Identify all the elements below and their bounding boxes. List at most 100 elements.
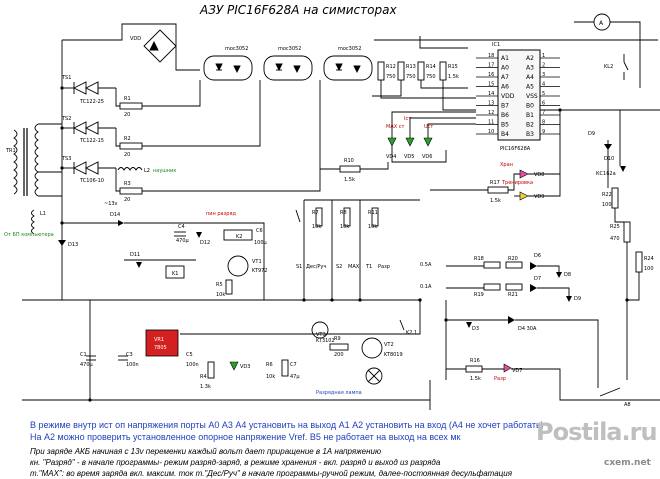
svg-text:R8: R8 xyxy=(340,210,347,216)
svg-text:20: 20 xyxy=(124,197,130,203)
inductor-l1: L1 xyxy=(40,211,46,217)
svg-text:R22: R22 xyxy=(602,192,612,198)
svg-text:D11: D11 xyxy=(130,252,140,258)
svg-text:VT2: VT2 xyxy=(384,342,394,348)
svg-text:moc3052: moc3052 xyxy=(225,46,248,52)
optocoupler-group: moc3052 moc3052 moc3052 xyxy=(203,46,373,81)
svg-text:KT8019: KT8019 xyxy=(384,352,403,358)
ic-pin-num-left: 15 xyxy=(488,82,494,88)
svg-text:R20: R20 xyxy=(508,256,518,262)
svg-text:10k: 10k xyxy=(312,224,321,230)
ic-pin-num-left: 14 xyxy=(488,91,494,97)
ic-pin-left-B6: B6 xyxy=(501,112,509,119)
svg-text:S2: S2 xyxy=(336,264,342,270)
ic-pin-num-left: 11 xyxy=(488,120,494,126)
svg-text:TS2: TS2 xyxy=(61,116,71,122)
svg-text:470µ: 470µ xyxy=(80,362,94,368)
svg-text:C7: C7 xyxy=(290,362,297,368)
svg-text:D10: D10 xyxy=(604,156,614,162)
ic-pin-right-A5: A5 xyxy=(526,84,534,91)
svg-text:20: 20 xyxy=(124,112,130,118)
ic-pin-right-B1: B1 xyxy=(526,112,534,119)
switch-panel: R7 10k R8 10k R11 10k S1 Дес/Руч S2 MAX … xyxy=(295,199,420,300)
svg-text:KT3102: KT3102 xyxy=(316,338,335,344)
triac-group: TS1 TC122-25 TS2 TC122-15 TS3 xyxy=(61,75,116,184)
svg-text:R13: R13 xyxy=(406,64,416,70)
svg-text:C5: C5 xyxy=(186,352,193,358)
note-line-1: В режиме внутр ист оп напряжения порты А… xyxy=(30,420,544,430)
note-line-2: На А2 можно проверить установленное опор… xyxy=(30,432,461,442)
svg-text:D12: D12 xyxy=(200,240,210,246)
ic-pin-left-A0: A0 xyxy=(501,65,509,72)
transformer-label: TR1 xyxy=(5,148,16,154)
svg-text:Іст: Іст xyxy=(404,116,411,122)
ic-pin-num-right: 5 xyxy=(542,91,545,97)
svg-text:R19: R19 xyxy=(474,292,484,298)
svg-text:VR1: VR1 xyxy=(154,337,164,343)
inductor-l2: L2 наушник ~13v xyxy=(104,167,176,207)
svg-text:750: 750 xyxy=(426,74,436,80)
ic-pin-left-VDD: VDD xyxy=(501,93,515,100)
ic-pin-num-right: 7 xyxy=(542,110,545,116)
ic-pin-right-B0: B0 xyxy=(526,103,534,110)
svg-text:100n: 100n xyxy=(126,362,139,368)
svg-text:MAX ст: MAX ст xyxy=(386,124,404,130)
svg-text:1.5k: 1.5k xyxy=(448,74,459,80)
svg-text:R14: R14 xyxy=(426,64,436,70)
svg-text:VD9: VD9 xyxy=(534,194,544,200)
svg-text:1.3k: 1.3k xyxy=(200,384,211,390)
svg-text:VD6: VD6 xyxy=(422,154,432,160)
svg-text:KT972: KT972 xyxy=(252,268,268,274)
opto-resistors: R12 750 R13 750 R14 750 R15 1.5k xyxy=(372,61,476,111)
ic-pin-num-right: 4 xyxy=(542,82,545,88)
svg-text:R17: R17 xyxy=(490,180,500,186)
optocoupler-3: moc3052 xyxy=(323,46,373,81)
svg-text:VD8: VD8 xyxy=(534,172,544,178)
bottom-block: C1 470µ C3 100n VR1 7805 C5 100n R4 1.3k… xyxy=(22,300,660,410)
ic-pin-right-A2: A2 xyxy=(526,55,534,62)
right-side: A KL2 D9 D10 КС162а R22 100 R25 470 R24 … xyxy=(560,13,654,380)
svg-text:47µ: 47µ xyxy=(290,374,300,380)
svg-text:R5: R5 xyxy=(216,282,223,288)
svg-text:TS1: TS1 xyxy=(61,75,71,81)
transformer-tr1: TR1 L1 От БП компьютера xyxy=(4,123,62,238)
svg-text:R11: R11 xyxy=(368,210,378,216)
svg-text:Тренировка: Тренировка xyxy=(501,180,533,186)
svg-text:R1: R1 xyxy=(124,96,131,102)
svg-text:R15: R15 xyxy=(448,64,458,70)
svg-text:R4: R4 xyxy=(200,374,207,380)
svg-text:KL2: KL2 xyxy=(604,64,613,70)
svg-text:C4: C4 xyxy=(178,224,185,230)
ic-pin-num-right: 6 xyxy=(542,101,545,107)
svg-text:R3: R3 xyxy=(124,181,131,187)
svg-text:750: 750 xyxy=(386,74,396,80)
svg-text:10k: 10k xyxy=(216,292,225,298)
svg-text:1.5k: 1.5k xyxy=(470,376,481,382)
svg-text:TC122-25: TC122-25 xyxy=(79,99,104,105)
svg-text:470: 470 xyxy=(610,236,620,242)
triac-ts3: TS3 TC106-10 xyxy=(61,156,116,184)
svg-text:C3: C3 xyxy=(126,352,133,358)
ic-pin-right-A3: A3 xyxy=(526,65,534,72)
svg-text:A8: A8 xyxy=(624,402,631,408)
ic-pin-num-right: 8 xyxy=(542,120,545,126)
charge-path: 0.5A 0.1A R18 R20 R19 R21 D6 D7 D8 D9 xyxy=(420,109,660,302)
svg-text:D4 30A: D4 30A xyxy=(518,326,537,332)
triac-resistors: R1 20 R2 20 R3 20 xyxy=(115,80,321,203)
ic-pin-num-left: 10 xyxy=(488,129,494,135)
svg-text:100n: 100n xyxy=(186,362,199,368)
svg-text:D9: D9 xyxy=(574,296,581,302)
triac-ts2: TS2 TC122-15 xyxy=(61,116,116,144)
triac-ts1: TS1 TC122-25 xyxy=(61,75,116,105)
svg-text:470µ: 470µ xyxy=(176,238,190,244)
svg-text:1.5k: 1.5k xyxy=(344,177,355,183)
ic-pin-left-A1: A1 xyxy=(501,55,509,62)
svg-text:VD4: VD4 xyxy=(386,154,396,160)
svg-text:TS3: TS3 xyxy=(61,156,71,162)
relay-block: D14 C4 470µ D12 пин разряд K2 C6 100µ VT… xyxy=(62,211,268,300)
svg-text:VD5: VD5 xyxy=(404,154,414,160)
ic-pin-num-right: 3 xyxy=(542,72,545,78)
svg-text:C1: C1 xyxy=(80,352,87,358)
